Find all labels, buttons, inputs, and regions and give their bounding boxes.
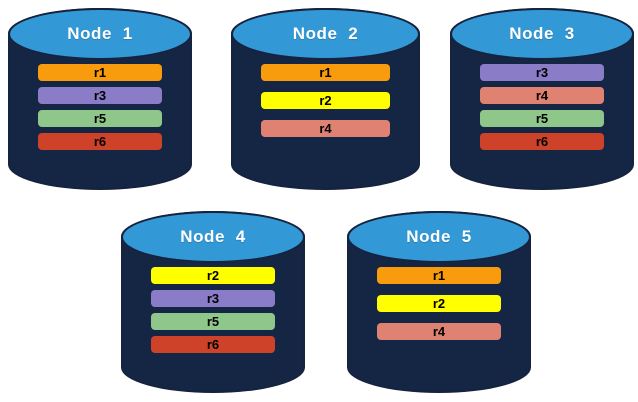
node-2[interactable]: Node 2 r1 r2 r4: [231, 8, 420, 190]
node-2-cylinder-top: Node 2: [231, 8, 420, 60]
node-5[interactable]: Node 5 r1 r2 r4: [347, 211, 531, 393]
node-3-replica-r6[interactable]: r6: [480, 133, 604, 150]
node-4-replica-r5[interactable]: r5: [151, 313, 275, 330]
node-2-replica-r2[interactable]: r2: [261, 92, 390, 109]
node-5-replica-r4[interactable]: r4: [377, 323, 501, 340]
node-3[interactable]: Node 3 r3 r4 r5 r6: [450, 8, 634, 190]
node-4-replica-r6[interactable]: r6: [151, 336, 275, 353]
node-5-label: Node 5: [406, 227, 472, 246]
node-2-replica-r1[interactable]: r1: [261, 64, 390, 81]
node-4-replica-r2[interactable]: r2: [151, 267, 275, 284]
node-2-replica-list: r1 r2 r4: [261, 64, 390, 137]
node-1-replica-r1[interactable]: r1: [38, 64, 162, 81]
node-1[interactable]: Node 1 r1 r3 r5 r6: [8, 8, 192, 190]
node-1-replica-r3[interactable]: r3: [38, 87, 162, 104]
node-3-replica-r4[interactable]: r4: [480, 87, 604, 104]
node-4-label: Node 4: [180, 227, 246, 246]
node-2-replica-r4[interactable]: r4: [261, 120, 390, 137]
node-3-replica-list: r3 r4 r5 r6: [480, 64, 604, 150]
node-3-label: Node 3: [509, 24, 575, 43]
node-5-replica-list: r1 r2 r4: [377, 267, 501, 340]
node-4-cylinder-top: Node 4: [121, 211, 305, 263]
node-5-replica-r2[interactable]: r2: [377, 295, 501, 312]
node-1-replica-list: r1 r3 r5 r6: [38, 64, 162, 150]
node-2-label: Node 2: [292, 24, 359, 43]
node-3-cylinder-top: Node 3: [450, 8, 634, 60]
node-3-replica-r3[interactable]: r3: [480, 64, 604, 81]
node-1-replica-r5[interactable]: r5: [38, 110, 162, 127]
node-5-cylinder-top: Node 5: [347, 211, 531, 263]
node-1-cylinder-top: Node 1: [8, 8, 192, 60]
node-4-replica-list: r2 r3 r5 r6: [151, 267, 275, 353]
node-5-replica-r1[interactable]: r1: [377, 267, 501, 284]
node-3-replica-r5[interactable]: r5: [480, 110, 604, 127]
node-4[interactable]: Node 4 r2 r3 r5 r6: [121, 211, 305, 393]
node-4-replica-r3[interactable]: r3: [151, 290, 275, 307]
node-1-replica-r6[interactable]: r6: [38, 133, 162, 150]
node-1-label: Node 1: [67, 24, 133, 43]
